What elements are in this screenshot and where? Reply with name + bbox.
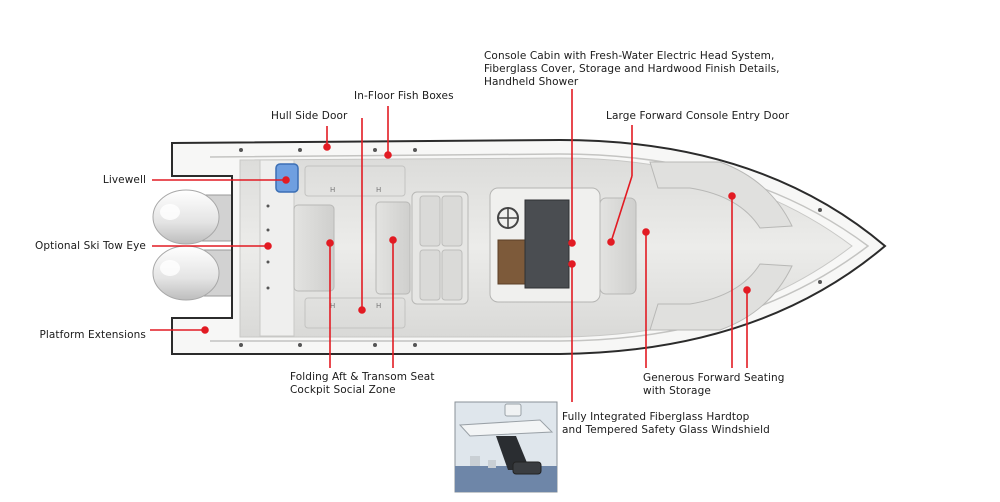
fish-box-port	[304, 165, 406, 197]
bow-seating-port	[649, 161, 793, 229]
svg-text:H: H	[376, 186, 381, 194]
callout-livewell: Livewell	[102, 174, 146, 186]
callout-in-floor-fish-boxes: In-Floor Fish Boxes	[354, 90, 454, 102]
callout-forward-seating: Generous Forward Seating with Storage	[643, 372, 785, 397]
hardtop-inset-image	[454, 401, 558, 493]
svg-text:H: H	[330, 302, 335, 310]
svg-text:H: H	[330, 186, 335, 194]
outboard-engine-icon	[152, 245, 237, 301]
steering-wheel-icon	[497, 207, 519, 229]
fish-box-starboard	[304, 297, 406, 329]
callout-folding-aft-seat: Folding Aft & Transom Seat Cockpit Socia…	[290, 371, 435, 396]
outboard-engine-icon	[152, 189, 237, 245]
callout-hardtop-windshield: Fully Integrated Fiberglass Hardtop and …	[562, 411, 770, 436]
callout-platform-extensions: Platform Extensions	[39, 329, 146, 341]
callout-hull-side-door: Hull Side Door	[271, 110, 348, 122]
callout-forward-entry-door: Large Forward Console Entry Door	[606, 110, 790, 122]
svg-text:H: H	[376, 302, 381, 310]
bow-seating-starboard	[649, 263, 793, 331]
callout-console-cabin: Console Cabin with Fresh-Water Electric …	[484, 50, 780, 88]
callout-ski-tow-eye: Optional Ski Tow Eye	[34, 240, 146, 252]
